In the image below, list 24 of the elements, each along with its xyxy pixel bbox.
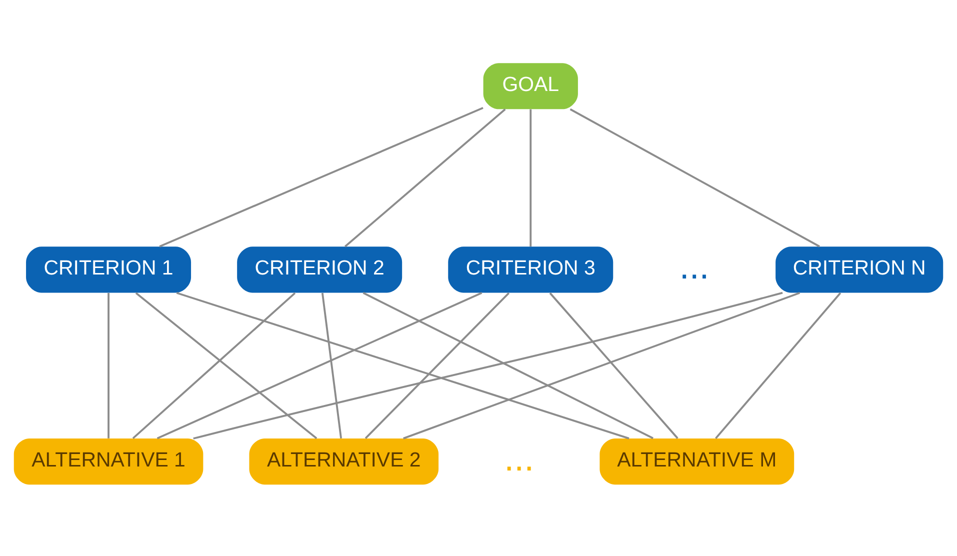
connector bbox=[159, 106, 484, 248]
connector bbox=[108, 293, 110, 438]
connector bbox=[570, 108, 820, 248]
connector bbox=[344, 108, 506, 248]
connector bbox=[321, 292, 342, 438]
connector bbox=[362, 292, 654, 440]
connector bbox=[403, 292, 800, 440]
label: ... bbox=[679, 246, 710, 287]
node-box: CRITERION N bbox=[776, 246, 944, 293]
node-box: GOAL bbox=[483, 63, 578, 110]
label: ... bbox=[504, 438, 534, 478]
node-box: ALTERNATIVE 2 bbox=[249, 438, 439, 485]
node-box: CRITERION 1 bbox=[26, 246, 192, 293]
node-box: ALTERNATIVE M bbox=[600, 438, 794, 485]
connector bbox=[530, 109, 532, 246]
node-box: CRITERION 3 bbox=[448, 246, 614, 293]
connector bbox=[193, 292, 783, 440]
node-box: ALTERNATIVE 1 bbox=[14, 438, 204, 485]
connector bbox=[176, 292, 630, 440]
connector bbox=[364, 292, 510, 439]
connector bbox=[549, 292, 678, 439]
connector bbox=[715, 292, 842, 439]
node-box: CRITERION 2 bbox=[237, 246, 402, 293]
connector bbox=[156, 292, 482, 440]
